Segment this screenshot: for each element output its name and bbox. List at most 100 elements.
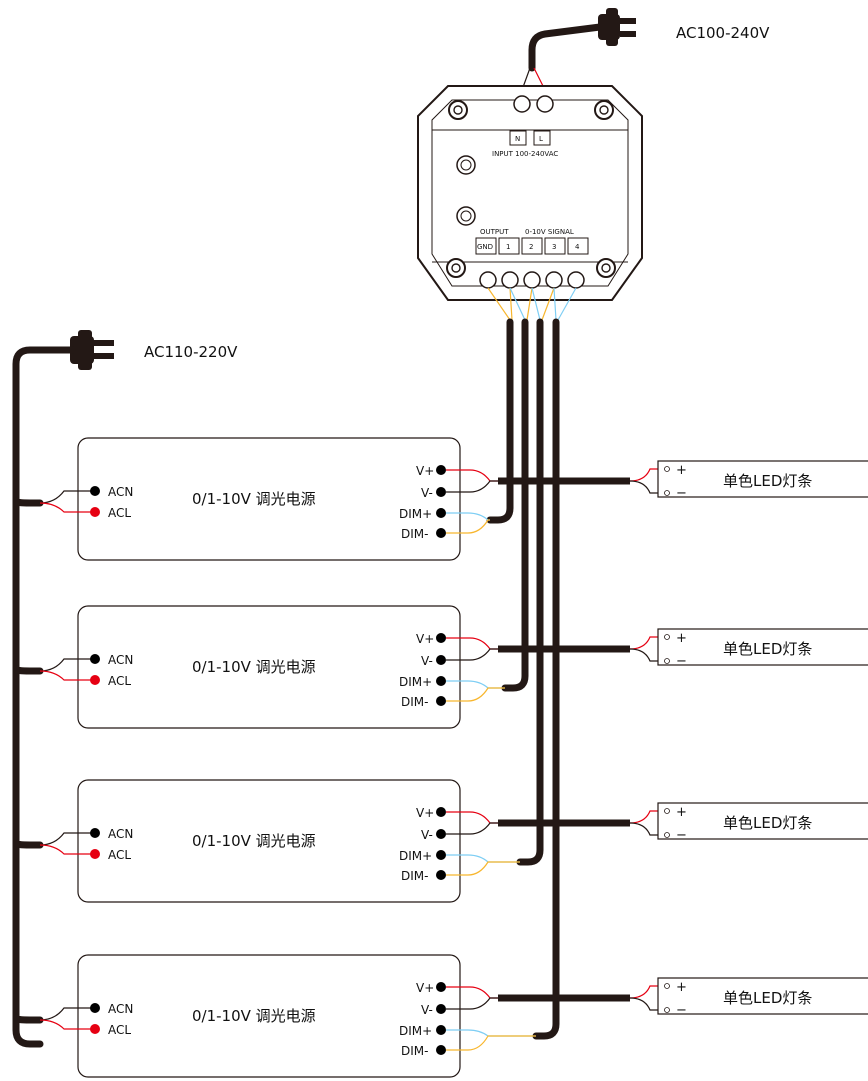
- controller-power-label: AC100-240V: [676, 24, 770, 42]
- output-terminal-dot: [436, 655, 446, 665]
- acn-label: ACN: [108, 653, 133, 667]
- dimminus-wire: [446, 687, 505, 702]
- acn-terminal: [90, 486, 100, 496]
- acn-terminal: [90, 1003, 100, 1013]
- controller-fan-wire: [541, 287, 555, 321]
- output-gland: [567, 271, 585, 289]
- output-terminal-text: DIM-: [401, 869, 428, 883]
- acl-wire: [39, 670, 94, 681]
- output-terminal-text: V+: [416, 806, 434, 820]
- controller-fan-wire: [509, 287, 526, 321]
- mains-cable: [12, 346, 76, 1048]
- dimminus-wire: [446, 861, 520, 876]
- strip-plus-label: +: [676, 463, 687, 478]
- output-terminal-3: 3: [544, 237, 566, 255]
- solder-pad: [664, 658, 670, 664]
- strip-plus-label: +: [676, 631, 687, 646]
- output-terminal-4: 4: [567, 237, 589, 255]
- terminal-n-box: [509, 130, 527, 146]
- output-terminal-1: 1: [498, 237, 520, 255]
- acl-wire: [39, 844, 94, 855]
- input-gland-n: [513, 95, 531, 113]
- output-terminal-dot: [436, 633, 446, 643]
- screw-icon: [596, 258, 616, 278]
- output-terminal-text: DIM-: [401, 527, 428, 541]
- acl-wire: [39, 1019, 94, 1030]
- output-terminal-text: V+: [416, 464, 434, 478]
- strip-minus-label: −: [676, 828, 687, 843]
- output-terminal-dot: [436, 1004, 446, 1014]
- terminal-l-box: [533, 130, 551, 146]
- strips-layer: +−单色LED灯条+−单色LED灯条+−单色LED灯条+−单色LED灯条: [629, 460, 868, 1018]
- controller-button: [456, 206, 476, 226]
- vminus-wire: [446, 480, 498, 493]
- driver-title: 0/1-10V 调光电源: [192, 832, 316, 850]
- output-terminal-dot: [436, 1045, 446, 1055]
- output-terminal-dot: [436, 1025, 446, 1035]
- output-terminal-text: DIM+: [399, 507, 432, 521]
- mains-branch: [12, 839, 44, 849]
- output-terminal-label: 3: [552, 243, 556, 251]
- led-strip-2: +−单色LED灯条: [629, 628, 868, 669]
- output-terminal-gnd: GND: [475, 237, 497, 255]
- output-terminal-2: 2: [521, 237, 543, 255]
- output-terminal-text: DIM-: [401, 1044, 428, 1058]
- controller-button: [456, 155, 476, 175]
- signal-label: 0-10V SIGNAL: [525, 228, 574, 236]
- output-terminal-text: DIM+: [399, 1024, 432, 1038]
- output-terminal-dot: [436, 982, 446, 992]
- mains-branch: [12, 497, 44, 507]
- acl-terminal: [90, 1024, 100, 1034]
- strip-label: 单色LED灯条: [723, 814, 812, 832]
- solder-pad: [664, 466, 670, 472]
- acl-terminal: [90, 507, 100, 517]
- acn-label: ACN: [108, 827, 133, 841]
- output-label: OUTPUT: [480, 228, 509, 236]
- output-terminal-label: GND: [477, 243, 493, 251]
- controller-fan-wire: [526, 287, 533, 321]
- output-terminal-dot: [436, 807, 446, 817]
- dimmer-controller: AC100-240V N L INPUT 100-240VAC OUTPUT 0…: [417, 8, 770, 301]
- plug-icon: [598, 8, 636, 46]
- output-terminal-text: DIM-: [401, 695, 428, 709]
- strip-minus-label: −: [676, 486, 687, 501]
- acl-terminal: [90, 675, 100, 685]
- strip-minus-wire: [629, 480, 664, 494]
- acl-label: ACL: [108, 848, 131, 862]
- signal-cable-3: [516, 318, 544, 866]
- terminal-n-label: N: [515, 135, 520, 143]
- output-terminal-dot: [436, 465, 446, 475]
- signal-cable-4: [532, 318, 560, 1040]
- screw-icon: [448, 100, 468, 120]
- strip-minus-wire: [629, 648, 664, 662]
- controller-fan-wire: [553, 287, 557, 321]
- strip-plus-label: +: [676, 980, 687, 995]
- output-gland: [479, 271, 497, 289]
- acn-label: ACN: [108, 485, 133, 499]
- controller-inner-outline: [431, 99, 629, 287]
- mains-branch: [12, 1014, 44, 1024]
- driver-box: [77, 437, 461, 561]
- mains-label: AC110-220V: [144, 343, 238, 361]
- strip-body: [657, 802, 868, 840]
- output-terminal-text: DIM+: [399, 675, 432, 689]
- led-strip-1: +−单色LED灯条: [629, 460, 868, 501]
- output-terminal-dot: [436, 850, 446, 860]
- output-gland: [545, 271, 563, 289]
- mains-branch: [12, 665, 44, 675]
- signal-cable-2: [501, 318, 529, 692]
- output-terminal-block: GND 1 2 3 4: [475, 237, 589, 255]
- output-terminal-text: V-: [421, 486, 433, 500]
- acl-wire: [39, 502, 94, 513]
- strip-body: [657, 977, 868, 1015]
- output-gland: [501, 271, 519, 289]
- output-terminal-dot: [436, 696, 446, 706]
- solder-pad: [664, 808, 670, 814]
- controller-fan-wire: [557, 287, 577, 321]
- output-terminal-label: 2: [529, 243, 533, 251]
